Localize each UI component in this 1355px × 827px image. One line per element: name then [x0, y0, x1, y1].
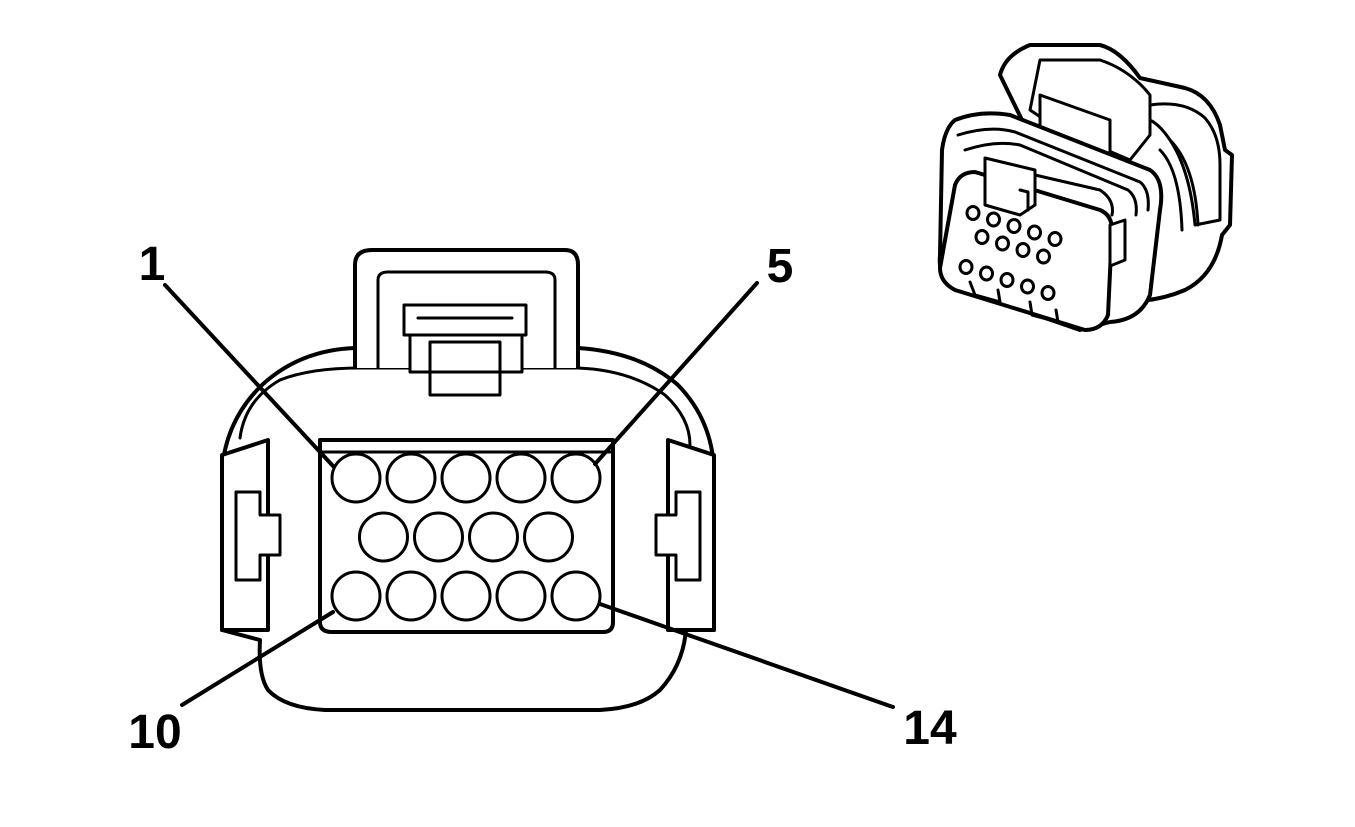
iso-body-ridge-2 — [963, 141, 1138, 217]
iso-pin-cavity-1 — [965, 205, 981, 221]
iso-pin-cavity-7 — [995, 235, 1010, 252]
pin-cavity-7 — [413, 511, 464, 563]
iso-body-ridge — [956, 127, 1150, 212]
iso-pin-cavity-4 — [1027, 224, 1042, 241]
pin-cavity-6 — [358, 511, 409, 563]
callout-label-1: 1 — [139, 238, 166, 291]
callout-label-5: 5 — [767, 240, 794, 293]
right-ear-tab — [654, 490, 702, 582]
iso-pin-cavity-2 — [986, 211, 1001, 228]
iso-face-top-edge — [1033, 173, 1114, 217]
latch-tower-inner — [376, 270, 557, 370]
iso-pin-cavities — [958, 205, 1063, 301]
latch-bar — [402, 303, 528, 337]
pin-cavity-13 — [495, 570, 547, 622]
housing-outline — [220, 346, 716, 712]
iso-face-nub — [1108, 218, 1127, 268]
pin-cavities — [330, 452, 602, 622]
callout-line-5 — [593, 281, 759, 466]
iso-notch-left — [968, 280, 1002, 304]
iso-pin-cavity-14 — [1040, 285, 1056, 301]
iso-pin-cavity-6 — [974, 229, 990, 245]
iso-pin-cavity-11 — [979, 265, 994, 282]
left-ear-tab — [234, 490, 282, 582]
pin-cavity-9 — [523, 511, 574, 563]
iso-pin-cavity-5 — [1047, 231, 1063, 247]
connector-isometric-view — [937, 43, 1234, 332]
callout-line-14 — [598, 602, 895, 709]
iso-pin-cavity-9 — [1036, 248, 1051, 265]
iso-notch-right — [1028, 300, 1060, 324]
callout-label-14: 14 — [903, 702, 957, 755]
pin-cavity-10 — [330, 570, 382, 622]
pin-cavity-5 — [550, 452, 602, 504]
pin-cavity-3 — [440, 452, 492, 504]
connector-face: 1 5 10 14 — [128, 238, 957, 759]
pin-cavity-2 — [385, 452, 437, 504]
iso-pin-cavity-12 — [999, 272, 1015, 288]
pin-cavity-12 — [440, 570, 492, 622]
iso-face-key-slot — [1018, 188, 1030, 212]
latch-tab-window — [428, 340, 502, 374]
callout-label-10: 10 — [128, 706, 181, 759]
pin-cavity-1 — [330, 452, 382, 504]
iso-pin-cavity-3 — [1006, 218, 1022, 234]
pin-cavity-14 — [550, 570, 602, 622]
pin-cavity-4 — [495, 452, 547, 504]
callout-line-10 — [180, 610, 335, 707]
callout-line-1 — [163, 283, 335, 468]
pin-cavity-8 — [468, 511, 519, 563]
pin-cavity-11 — [385, 570, 437, 622]
iso-side-rail-lines — [1158, 138, 1200, 232]
iso-pin-cavity-13 — [1020, 278, 1035, 295]
iso-pin-cavity-8 — [1015, 242, 1031, 258]
iso-pin-cavity-10 — [958, 259, 974, 275]
